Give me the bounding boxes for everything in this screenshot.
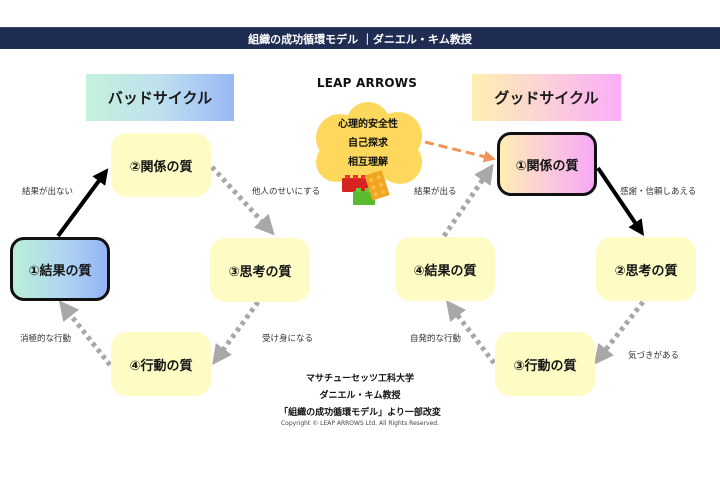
good-edge-label-3: 自発的な行動	[410, 334, 462, 344]
bad-edge-label-2: 他人のせいにする	[252, 187, 321, 197]
bad-edge-label-4: 消極的な行動	[20, 334, 72, 344]
bad-node-result: ①結果の質	[10, 237, 110, 301]
good-node-relation-label: ①関係の質	[515, 158, 579, 174]
cloud-text-2: 自己探求	[348, 138, 388, 149]
brand-title: LEAP ARROWS	[316, 76, 418, 90]
header-title: 組織の成功循環モデル ｜ダニエル・キム教授	[0, 27, 720, 49]
bad-node-relation-label: ②関係の質	[129, 159, 193, 175]
credit-line-2: ダニエル・キム教授	[319, 391, 401, 401]
cloud-text-3: 相互理解	[348, 157, 388, 168]
bad-edge-label-3: 受け身になる	[262, 334, 314, 344]
bad-arrow-result-to-relation	[56, 168, 109, 238]
good-node-action: ③行動の質	[495, 332, 595, 396]
good-arrow-relation-to-thinking	[596, 166, 645, 236]
bad-edge-label-1: 結果が出ない	[22, 187, 74, 197]
good-edge-label-2: 気づきがある	[628, 351, 680, 361]
good-cycle-label: グッドサイクル	[472, 74, 621, 121]
good-edge-label-1: 感謝・信頼しあえる	[620, 187, 697, 197]
good-arrow-action-to-result	[445, 300, 496, 365]
good-node-result-label: ④結果の質	[413, 263, 477, 279]
good-node-thinking-label: ②思考の質	[614, 263, 678, 279]
bad-arrow-relation-to-thinking	[210, 165, 275, 236]
good-node-result: ④結果の質	[395, 237, 495, 301]
bad-cycle-label: バッドサイクル	[86, 74, 234, 121]
copyright-text: Copyright © LEAP ARROWS Ltd. All Rights …	[280, 420, 440, 427]
cloud-shape	[316, 102, 422, 192]
bad-arrow-action-to-result	[58, 300, 112, 367]
bad-node-action: ④行動の質	[111, 332, 211, 396]
bad-node-result-label: ①結果の質	[28, 263, 92, 279]
cloud-to-good-relation-arrow	[424, 140, 496, 163]
cloud-text-1: 心理的安全性	[338, 119, 398, 130]
toy-blocks-icon	[342, 170, 390, 205]
bad-node-thinking-label: ③思考の質	[228, 264, 292, 280]
good-edge-label-4: 結果が出る	[414, 187, 457, 197]
bad-node-thinking: ③思考の質	[210, 238, 310, 302]
good-node-action-label: ③行動の質	[513, 358, 577, 374]
credit-line-3: 「組織の成功循環モデル」より一部改変	[279, 408, 441, 418]
bad-node-relation: ②関係の質	[111, 133, 211, 197]
good-node-relation: ①関係の質	[497, 132, 597, 196]
good-arrow-result-to-relation	[441, 163, 494, 238]
good-node-thinking: ②思考の質	[596, 237, 696, 301]
bad-node-action-label: ④行動の質	[129, 358, 193, 374]
credit-line-1: マサチューセッツ工科大学	[305, 374, 414, 384]
good-arrow-thinking-to-action	[593, 300, 645, 365]
bad-arrow-thinking-to-action	[212, 300, 261, 366]
